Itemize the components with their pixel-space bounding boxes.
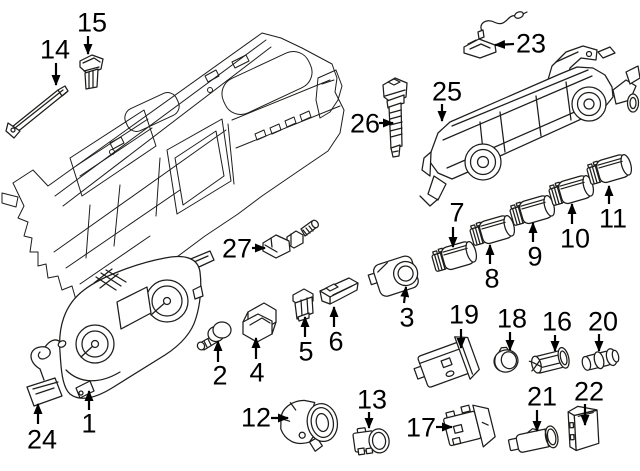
callout-1-instrument-cluster: 1 bbox=[81, 390, 97, 439]
part-12-ignition-housing bbox=[280, 399, 339, 452]
callout-label-9: 9 bbox=[527, 242, 542, 272]
part-1-instrument-cluster bbox=[59, 250, 215, 399]
part-8-switch bbox=[469, 215, 516, 246]
part-7-switch bbox=[431, 241, 478, 272]
part-20-outlet-socket bbox=[581, 348, 620, 371]
callout-24-wired-sensor: 24 bbox=[27, 403, 57, 455]
callout-label-27: 27 bbox=[222, 234, 252, 264]
part-3-knob-switch bbox=[367, 255, 419, 297]
part-6-bracket-switch bbox=[319, 277, 359, 305]
callout-label-6: 6 bbox=[328, 327, 343, 357]
part-10-switch bbox=[548, 175, 595, 206]
callout-label-11: 11 bbox=[599, 204, 627, 234]
callout-label-2: 2 bbox=[212, 361, 227, 391]
callout-label-24: 24 bbox=[27, 425, 57, 455]
callout-13-socket: 13 bbox=[357, 385, 387, 429]
part-25-climate-control bbox=[419, 45, 640, 207]
callout-label-10: 10 bbox=[560, 224, 590, 254]
callout-label-13: 13 bbox=[357, 385, 387, 415]
part-15-clip bbox=[79, 54, 104, 90]
callout-22-blank-plug: 22 bbox=[574, 377, 604, 426]
part-2-screw bbox=[196, 321, 232, 351]
part-24-wired-sensor bbox=[26, 339, 67, 407]
part-22-blank-plug bbox=[567, 405, 600, 452]
callout-14-trim-strip: 14 bbox=[40, 35, 70, 86]
callout-label-22: 22 bbox=[574, 377, 604, 407]
callout-label-1: 1 bbox=[81, 409, 96, 439]
callout-11-switch: 11 bbox=[599, 185, 627, 234]
callout-label-7: 7 bbox=[449, 198, 464, 228]
callout-17-switch-module: 17 bbox=[406, 413, 453, 443]
callout-label-18: 18 bbox=[497, 304, 527, 334]
part-11-switch bbox=[586, 154, 633, 185]
callout-3-knob-switch: 3 bbox=[399, 286, 415, 333]
part-23-wired-sensor bbox=[463, 11, 528, 59]
part-5-switch bbox=[292, 288, 314, 322]
callout-arrow-23 bbox=[494, 39, 515, 49]
callout-20-outlet-socket: 20 bbox=[588, 307, 618, 352]
callout-12-ignition-housing: 12 bbox=[241, 403, 289, 433]
callout-label-4: 4 bbox=[249, 358, 264, 388]
part-4-switch bbox=[242, 302, 277, 343]
callout-7-switch: 7 bbox=[448, 198, 465, 248]
callout-15-clip: 15 bbox=[77, 8, 107, 55]
part-drawings bbox=[1, 11, 640, 456]
callout-18-grommet: 18 bbox=[497, 304, 527, 351]
callout-23-wired-sensor: 23 bbox=[494, 29, 546, 59]
callout-label-14: 14 bbox=[40, 35, 70, 65]
callout-16-outlet-socket: 16 bbox=[542, 307, 572, 352]
part-21-socket-barrel bbox=[507, 425, 559, 453]
part-18-grommet bbox=[493, 346, 519, 373]
callout-label-17: 17 bbox=[406, 413, 436, 443]
callout-label-16: 16 bbox=[542, 307, 572, 337]
callout-25-climate-control-unit: 25 bbox=[432, 77, 462, 122]
part-9-switch bbox=[509, 195, 556, 226]
part-14-trim-strip bbox=[5, 85, 69, 139]
callout-10-switch: 10 bbox=[560, 203, 590, 254]
callout-arrow-3 bbox=[400, 286, 410, 304]
callout-label-5: 5 bbox=[298, 337, 313, 367]
callout-label-26: 26 bbox=[350, 109, 380, 139]
callout-26-sensor-probe: 26 bbox=[350, 109, 394, 139]
callout-19-switch-module: 19 bbox=[449, 300, 479, 349]
callout-label-21: 21 bbox=[527, 382, 557, 412]
part-26-sensor-probe bbox=[382, 77, 408, 158]
callout-4-switch: 4 bbox=[249, 337, 265, 388]
callout-label-19: 19 bbox=[449, 300, 479, 330]
part-27-threaded-switch bbox=[262, 219, 319, 259]
callout-label-12: 12 bbox=[241, 403, 271, 433]
callout-label-20: 20 bbox=[588, 307, 618, 337]
callout-label-15: 15 bbox=[77, 8, 107, 38]
part-19-switch-module bbox=[413, 336, 480, 388]
callout-21-socket-barrel: 21 bbox=[527, 382, 557, 432]
callout-label-23: 23 bbox=[516, 29, 546, 59]
callout-label-3: 3 bbox=[399, 303, 414, 333]
part-13-socket bbox=[352, 427, 390, 456]
callout-27-threaded-switch: 27 bbox=[222, 234, 266, 264]
callout-9-switch: 9 bbox=[527, 222, 543, 272]
part-16-outlet-socket bbox=[528, 346, 570, 374]
callout-6-bracket-switch: 6 bbox=[328, 306, 344, 357]
callout-8-switch: 8 bbox=[484, 244, 500, 294]
callout-5-switch: 5 bbox=[298, 316, 314, 367]
callout-label-8: 8 bbox=[484, 264, 499, 294]
callout-2-screw: 2 bbox=[212, 340, 228, 391]
instrument-panel-drawing bbox=[1, 32, 345, 314]
callout-label-25: 25 bbox=[432, 77, 462, 107]
part-17-switch-module bbox=[443, 404, 496, 448]
